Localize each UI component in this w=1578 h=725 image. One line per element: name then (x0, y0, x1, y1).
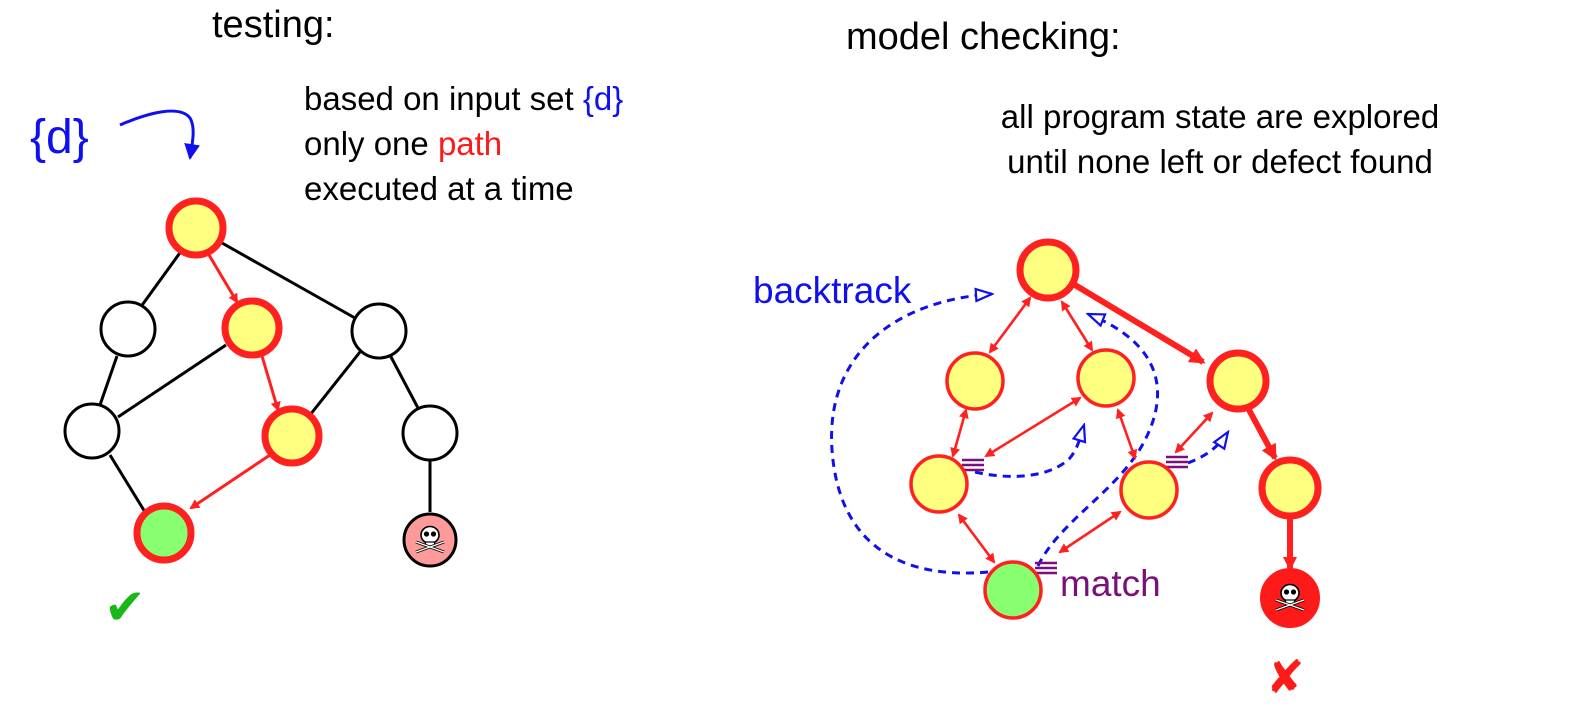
state-node (945, 351, 1005, 411)
model-checking-description: all program state are explored until non… (900, 94, 1540, 184)
testing-tree-nodes (63, 197, 459, 568)
goal-node (983, 560, 1043, 620)
transition (1058, 510, 1122, 554)
transition (1115, 408, 1138, 460)
testing-line-2: only one path (304, 125, 503, 162)
path-arrow (207, 254, 239, 304)
state-node (1206, 349, 1270, 413)
transition (957, 513, 996, 564)
state-node (261, 405, 323, 467)
state-node (165, 197, 227, 259)
match-equiv-icon (1166, 455, 1188, 469)
edge (138, 249, 184, 309)
backtrack-paths (830, 294, 1228, 575)
state-node (909, 454, 969, 514)
transition (1060, 300, 1094, 352)
testing-line-3: executed at a time (304, 170, 574, 207)
mc-line-2: until none left or defect found (1007, 143, 1433, 180)
error-node-testing (402, 512, 458, 568)
state-node (1258, 456, 1322, 520)
goal-node (133, 502, 195, 564)
input-arrow (119, 109, 201, 160)
path-arrow (260, 355, 281, 412)
match-equiv-icon (1035, 561, 1057, 575)
match-equiv-icon (962, 458, 984, 472)
state-node (1119, 460, 1179, 520)
backtrack-label: backtrack (753, 270, 912, 311)
mc-line-1: all program state are explored (1000, 98, 1440, 135)
backtrack-arrow (1187, 432, 1228, 465)
testing-title: testing: (212, 4, 335, 46)
edge (108, 454, 147, 513)
transition (984, 396, 1082, 458)
path-arrow (189, 453, 271, 510)
error-node-mc (1260, 568, 1320, 628)
edge (98, 355, 119, 406)
unvisited-node (350, 302, 408, 360)
transition (950, 408, 969, 458)
transition (988, 296, 1032, 354)
error-trace (1073, 282, 1297, 571)
state-node (1076, 348, 1136, 408)
check-icon: ✔ (104, 579, 146, 635)
testing-line-1: based on input set {d} (304, 80, 624, 117)
match-label: match (1060, 563, 1161, 604)
unvisited-node (401, 404, 459, 462)
state-node (221, 297, 283, 359)
model-checking-title: model checking: (846, 16, 1121, 58)
mc-nodes (909, 238, 1322, 628)
unvisited-node (63, 402, 121, 460)
edge (221, 241, 356, 320)
testing-tree-edges (98, 241, 432, 513)
backtrack-arrow (974, 425, 1084, 478)
cross-icon: ✘ (1266, 651, 1305, 703)
edge (388, 354, 420, 409)
mc-transitions (950, 296, 1214, 564)
input-set-label: {d} (30, 111, 89, 164)
transition (1174, 411, 1214, 454)
testing-path (189, 254, 281, 510)
state-node (1016, 238, 1080, 302)
unvisited-node (99, 300, 157, 358)
testing-description: based on input set {d} only one path exe… (304, 76, 623, 211)
trace-arrow (1073, 282, 1206, 365)
edge (117, 343, 227, 419)
trace-arrow (1245, 406, 1278, 461)
match-markers (962, 455, 1188, 575)
edge (308, 351, 362, 416)
backtrack-arrow (830, 294, 992, 575)
